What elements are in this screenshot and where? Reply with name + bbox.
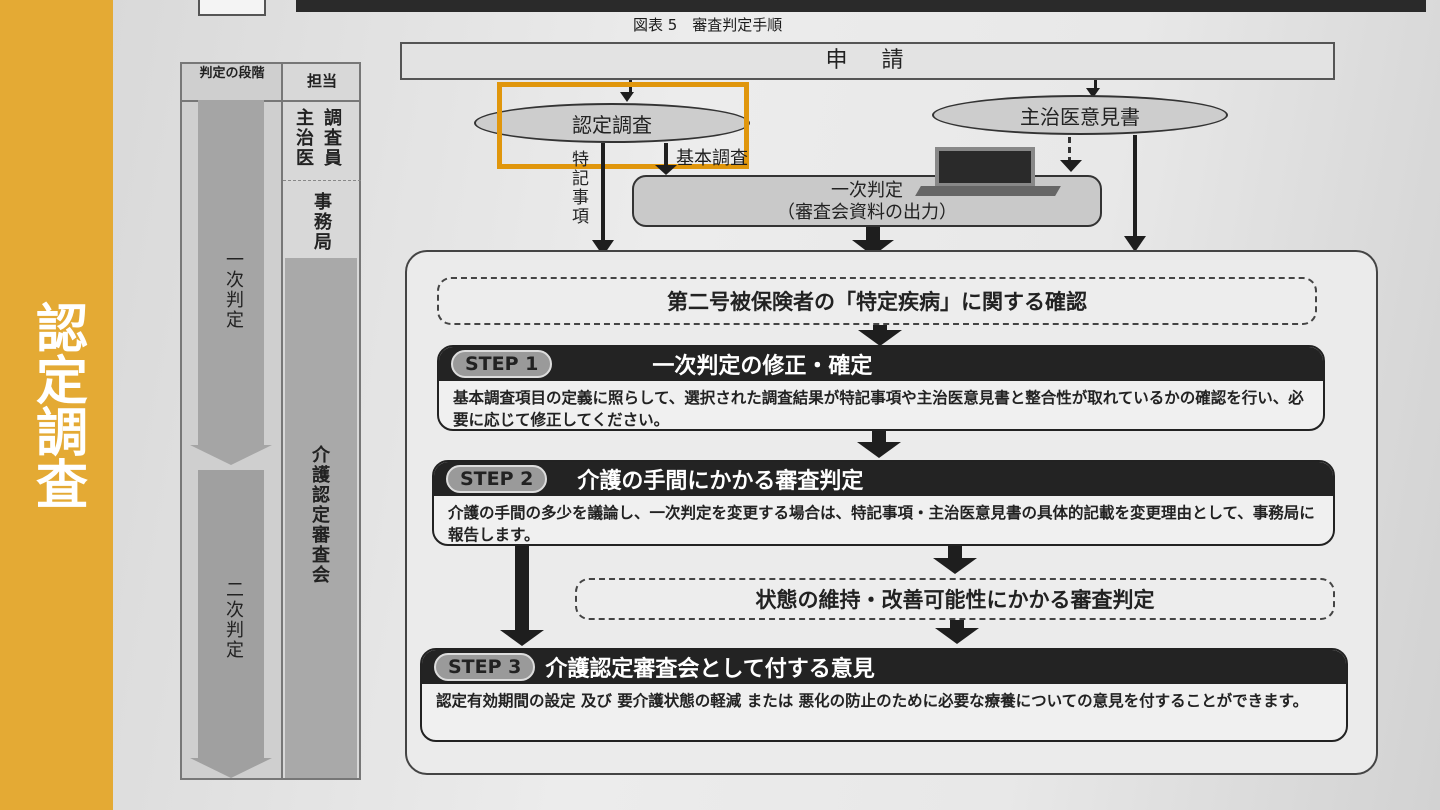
step-body: 介護の手間の多少を議論し、一次判定を変更する場合は、特記事項・主治医意見書の具体… — [448, 504, 1315, 544]
role-header: 担当 — [306, 72, 337, 90]
investigation-node: 認定調査 — [474, 103, 750, 143]
step-badge: STEP 3 — [434, 653, 536, 681]
arrow-down-icon — [935, 628, 979, 644]
laptop-base — [915, 186, 1061, 196]
stage-first: 一次判定 — [223, 250, 244, 330]
arrow-down-icon — [1086, 88, 1100, 98]
board-band — [285, 258, 357, 778]
dashed-arrow — [1068, 137, 1071, 163]
application-bar: 申 請 — [400, 42, 1335, 80]
first-judgment-title: 一次判定 — [831, 180, 903, 201]
stage-arrow-first — [198, 100, 264, 445]
row-divider — [283, 180, 361, 181]
step-title: 介護の手間にかかる審査判定 — [577, 469, 864, 494]
step-1-box: STEP 1 一次判定の修正・確定 基本調査項目の定義に照らして、選択された調査結… — [437, 345, 1325, 431]
page-tab — [198, 0, 266, 16]
step-badge: STEP 2 — [446, 465, 548, 493]
step-3-box: STEP 3 介護認定審査会として付する意見 認定有効期間の設定 及び 要介護状態… — [420, 648, 1348, 742]
role-office: 事務局 — [311, 192, 332, 252]
arrow-down-icon — [620, 92, 634, 102]
step-body: 基本調査項目の定義に照らして、選択された調査結果が特記事項や主治医意見書と整合性… — [453, 389, 1304, 429]
role-board: 介護認定審査会 — [309, 445, 330, 585]
step-title: 介護認定審査会として付する意見 — [545, 657, 875, 682]
laptop-icon — [935, 147, 1035, 187]
first-judgment-subtitle: （審査会資料の出力） — [777, 202, 957, 223]
arrow-down-icon — [858, 330, 902, 346]
basic-survey-label: 基本調査 — [676, 148, 748, 169]
arrow-down-icon — [500, 630, 544, 646]
header-band — [296, 0, 1426, 12]
step-badge: STEP 1 — [451, 350, 553, 378]
figure-caption: 図表 5 審査判定手順 — [633, 16, 783, 34]
step-title: 一次判定の修正・確定 — [652, 354, 873, 379]
step-body: 認定有効期間の設定 及び 要介護状態の軽減 または 悪化の防止のために必要な療養… — [436, 692, 1309, 710]
slide-sidebar: 認定調査 — [0, 0, 113, 810]
arrow-down-icon — [933, 558, 977, 574]
special-notes-label: 特記事項 — [568, 150, 588, 226]
arrow-down-icon — [857, 442, 901, 458]
arrow-down-icon — [1124, 236, 1146, 252]
step-2-box: STEP 2 介護の手間にかかる審査判定 介護の手間の多少を議論し、一次判定を変更… — [432, 460, 1335, 546]
stage-arrow-head — [190, 445, 272, 465]
stage-arrow-head — [190, 758, 272, 778]
stage-arrow-second — [198, 470, 264, 760]
stage-header: 判定の段階 — [199, 66, 265, 81]
arrow-down-icon — [1060, 160, 1082, 172]
role-doctor: 主治医 — [293, 108, 314, 168]
stage-second: 二次判定 — [223, 580, 244, 660]
maintenance-judgment: 状態の維持・改善可能性にかかる審査判定 — [575, 578, 1335, 620]
role-investigator: 調査員 — [321, 108, 342, 168]
specific-disease-check: 第二号被保険者の「特定疾病」に関する確認 — [437, 277, 1317, 325]
doctor-opinion-node: 主治医意見書 — [932, 95, 1228, 135]
table-divider — [181, 100, 360, 102]
slide-title: 認定調査 — [26, 301, 87, 509]
arrow-down-icon — [655, 165, 677, 175]
highlight-box — [497, 82, 749, 169]
